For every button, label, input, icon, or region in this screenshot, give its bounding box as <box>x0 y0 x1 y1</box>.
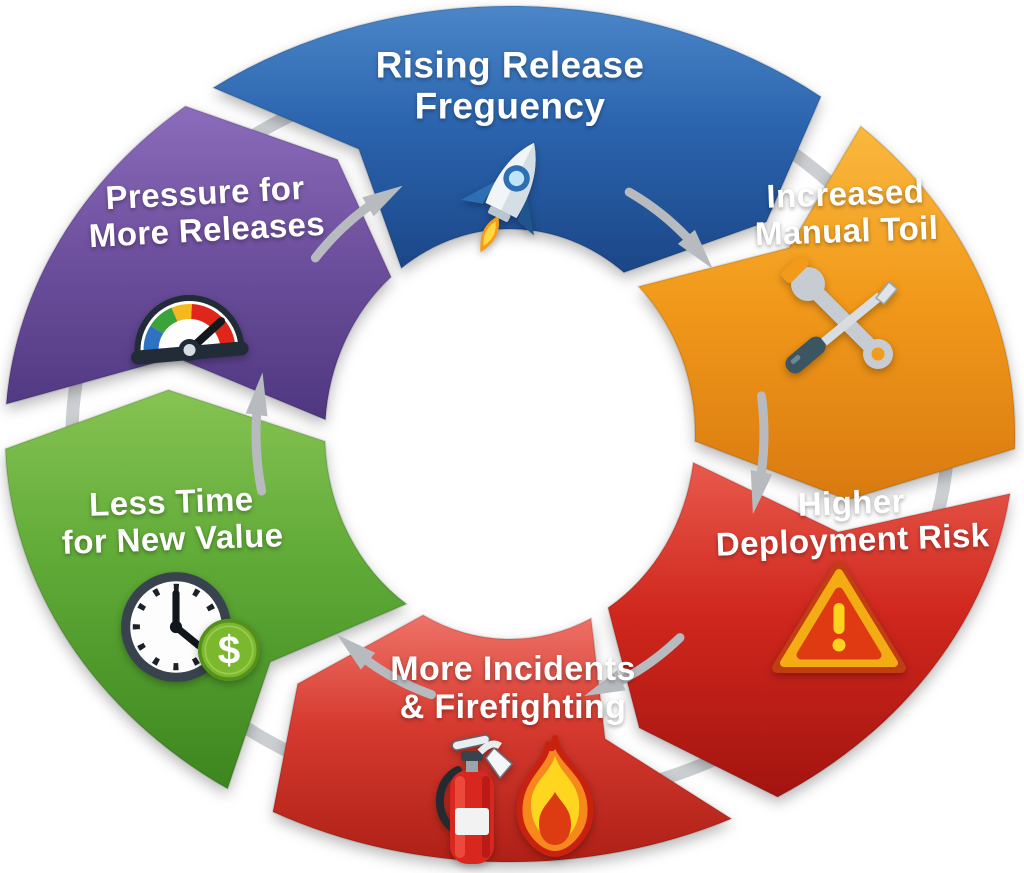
warning-icon <box>772 560 907 675</box>
dollar-coin-icon: $ <box>197 618 261 682</box>
segment-label-higher-deployment-risk: Higher Deployment Risk <box>714 480 990 563</box>
fire-extinguisher-icon <box>424 726 520 868</box>
cycle-arrow-shaft <box>624 187 691 242</box>
cycle-arrow-shaft <box>310 202 373 263</box>
label-line: More Incidents <box>390 649 636 688</box>
cycle-arrow-shaft <box>363 656 436 700</box>
cycle-arrow-shaft <box>251 410 267 496</box>
gauge-icon <box>126 274 252 366</box>
label-line: Freguency <box>414 86 606 127</box>
cycle-arrow-head <box>362 185 403 217</box>
segment-label-pressure-for-more-releases: Pressure for More Releases <box>86 169 326 255</box>
cycle-arrow-head <box>584 670 626 696</box>
label-line: & Firefighting <box>399 688 627 726</box>
label-line: Rising Release <box>375 44 645 86</box>
label-line: Manual Toil <box>754 208 939 253</box>
segment-label-more-incidents-firefighting: More Incidents & Firefighting <box>390 650 636 726</box>
cycle-arrow-head <box>677 229 713 270</box>
tools-icon <box>772 258 907 383</box>
segment-label-rising-release-frequency: Rising Release Freguency <box>376 45 645 128</box>
cycle-arrow-head <box>245 372 268 417</box>
segment-label-less-time-for-new-value: Less Time for New Value <box>60 480 284 562</box>
segment-rising-release-frequency <box>211 4 823 274</box>
label-line: for New Value <box>61 516 284 561</box>
cycle-arrow-shaft <box>616 633 685 685</box>
cycle-arrows <box>245 185 773 700</box>
cycle-arrow-shaft <box>757 391 769 477</box>
dollar-symbol: $ <box>218 628 240 673</box>
cycle-arrow-head <box>750 469 773 515</box>
rocket-icon <box>448 131 570 263</box>
segment-label-increased-manual-toil: Increased Manual Toil <box>753 172 939 253</box>
cycle-arrow-head <box>336 634 376 670</box>
flame-icon <box>496 734 614 858</box>
segment-pressure-for-more-releases <box>5 104 393 422</box>
